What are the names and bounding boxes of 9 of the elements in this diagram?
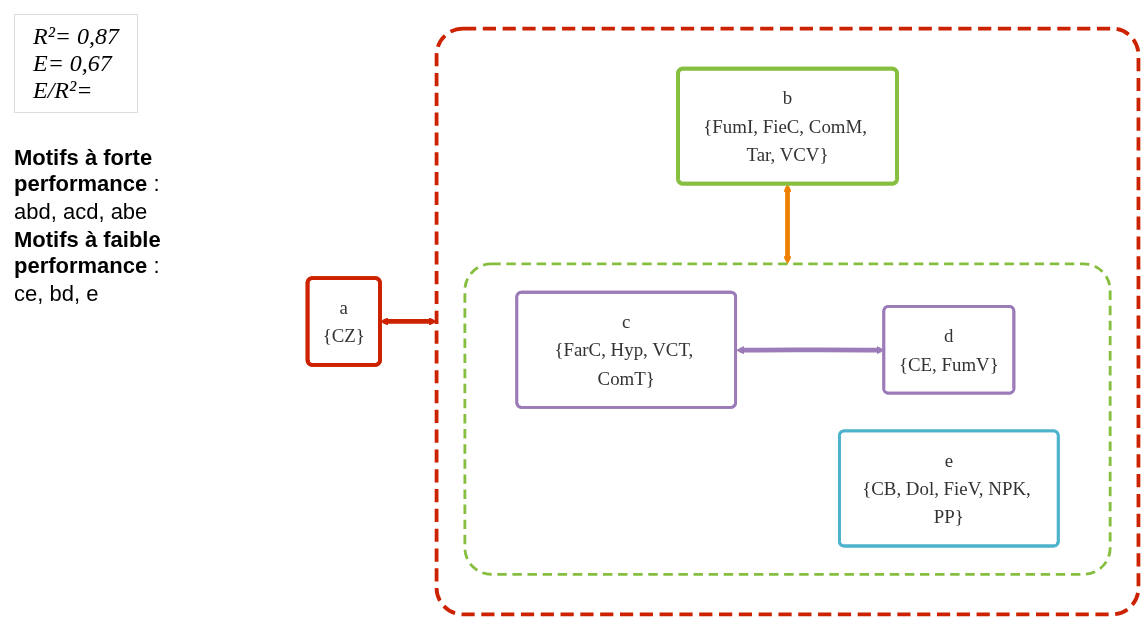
motif-text: Motifs à faible performance : — [14, 227, 162, 279]
cluster — [434, 26, 1141, 617]
statistic-text: R²= 0,87 — [33, 23, 120, 50]
motif-text: Motifs à forte performance : — [14, 145, 161, 197]
motif-text: ce, bd, e — [14, 281, 100, 307]
statistic-text: E= 0,67 — [33, 50, 114, 77]
cluster — [463, 262, 1112, 576]
motif-text: abd, acd, abe — [14, 199, 149, 225]
statistic-text: E/R²= — [33, 77, 94, 104]
